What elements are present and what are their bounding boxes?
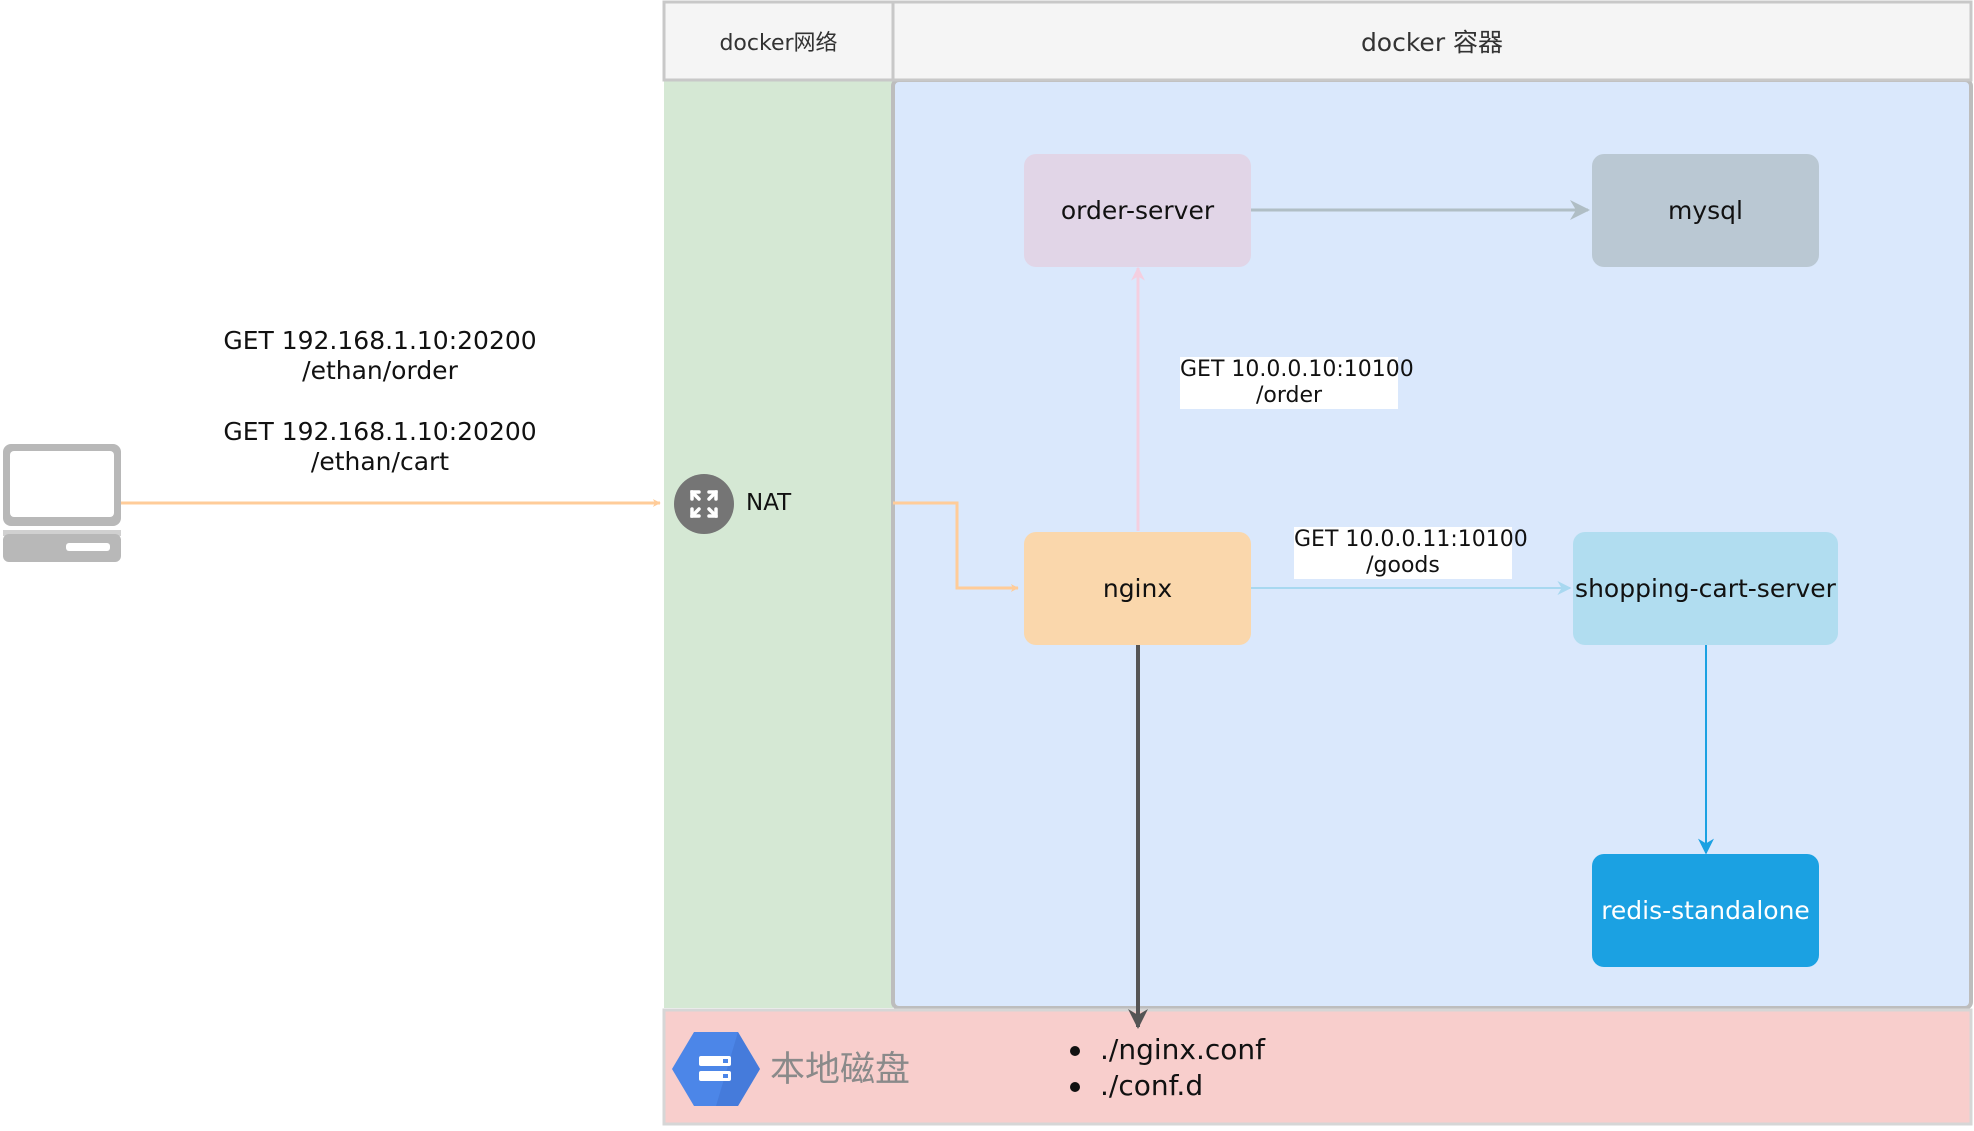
local-disk-label: 本地磁盘 bbox=[770, 1050, 911, 1090]
network-lane-header: docker网络 bbox=[664, 2, 893, 80]
nginx-node[interactable]: nginx bbox=[1024, 532, 1251, 645]
container-lane-header-bg bbox=[891, 0, 1973, 82]
network-lane-header-bg bbox=[662, 0, 895, 82]
nginx-label: nginx bbox=[1102, 574, 1173, 603]
mysql-node[interactable]: mysql bbox=[1592, 154, 1819, 267]
order-server-node[interactable]: order-server bbox=[1024, 154, 1251, 267]
mounted-files-list: ./nginx.conf ./conf.d bbox=[1064, 1032, 1265, 1104]
edge-label-order-url: GET 10.0.0.10:10100 bbox=[1180, 357, 1414, 382]
redis-standalone-label: redis-standalone bbox=[1601, 896, 1810, 925]
shopping-cart-server-node[interactable]: shopping-cart-server bbox=[1573, 532, 1838, 645]
client-request-cart: GET 192.168.1.10:20200 /ethan/cart bbox=[200, 417, 560, 477]
network-lane-title: docker网络 bbox=[719, 31, 838, 56]
container-lane-header: docker 容器 bbox=[893, 2, 1971, 80]
edge-nat-to-nginx bbox=[893, 501, 1019, 592]
redis-standalone-node[interactable]: redis-standalone bbox=[1592, 854, 1819, 967]
container-lane-title: docker 容器 bbox=[1360, 28, 1504, 57]
edge-label-order: GET 10.0.0.10:10100 /order bbox=[1180, 357, 1414, 409]
edge-label-goods-path: /goods bbox=[1366, 553, 1440, 578]
client-request-order-path: /ethan/order bbox=[302, 356, 458, 385]
edge-label-goods: GET 10.0.0.11:10100 /goods bbox=[1294, 527, 1528, 579]
laptop-icon bbox=[3, 444, 121, 562]
client-request-order: GET 192.168.1.10:20200 /ethan/order bbox=[200, 326, 560, 386]
nat-expand-icon bbox=[674, 474, 734, 534]
edge-label-goods-url: GET 10.0.0.11:10100 bbox=[1294, 527, 1528, 552]
shopping-cart-server-label: shopping-cart-server bbox=[1575, 574, 1836, 603]
storage-icon bbox=[672, 1032, 760, 1106]
client-request-cart-url: GET 192.168.1.10:20200 bbox=[223, 417, 537, 446]
client-request-order-url: GET 192.168.1.10:20200 bbox=[223, 326, 537, 355]
disk-lane bbox=[662, 1008, 1973, 1126]
edge-label-order-path: /order bbox=[1255, 383, 1323, 408]
nat-label: NAT bbox=[746, 490, 792, 516]
mounted-file-item: ./nginx.conf bbox=[1070, 1033, 1265, 1066]
client-request-cart-path: /ethan/cart bbox=[310, 447, 450, 476]
order-server-label: order-server bbox=[1060, 196, 1215, 225]
network-lane bbox=[664, 80, 893, 1008]
mounted-file-item: ./conf.d bbox=[1070, 1068, 1265, 1104]
mysql-label: mysql bbox=[1668, 196, 1743, 225]
